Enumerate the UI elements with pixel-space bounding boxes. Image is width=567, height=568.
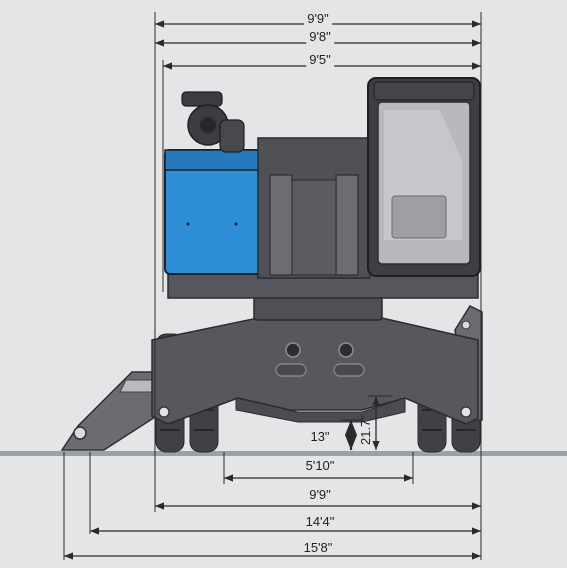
- dimension-label-wheel-track-width: 9'9": [306, 488, 334, 502]
- boom-mast-center: [291, 179, 337, 276]
- engine-manifold: [219, 119, 245, 153]
- engine-fan-hub: [200, 117, 216, 133]
- cab-seat: [391, 195, 447, 239]
- center-pivot-right: [338, 342, 354, 358]
- engine-bolt-a: [186, 222, 190, 226]
- dimension-label-ground-clearance: 13": [310, 429, 330, 444]
- center-slot-left: [275, 363, 307, 377]
- dimension-label-cab-to-counterweight: 9'8": [306, 30, 334, 44]
- dimension-label-axle-clearance: 21.7": [358, 415, 373, 445]
- cab-roof: [373, 81, 475, 101]
- undercarriage-lower-plate: [235, 397, 406, 423]
- right-axle-bolt: [460, 406, 472, 418]
- dimension-label-outrigger-span: 14'4": [302, 515, 338, 529]
- engine-bolt-b: [234, 222, 238, 226]
- dimension-label-track-gauge: 5'10": [302, 459, 338, 473]
- dimension-label-cab-width: 9'5": [306, 53, 334, 67]
- dimension-label-overall-span: 15'8": [300, 541, 336, 555]
- dimension-label-overall-width: 9'9": [304, 12, 332, 26]
- left-outrigger-pin: [73, 426, 87, 440]
- right-outrigger-pin: [461, 320, 471, 330]
- ground-line: [0, 451, 567, 456]
- center-pivot-left: [285, 342, 301, 358]
- center-slot-right: [333, 363, 365, 377]
- left-axle-bolt: [158, 406, 170, 418]
